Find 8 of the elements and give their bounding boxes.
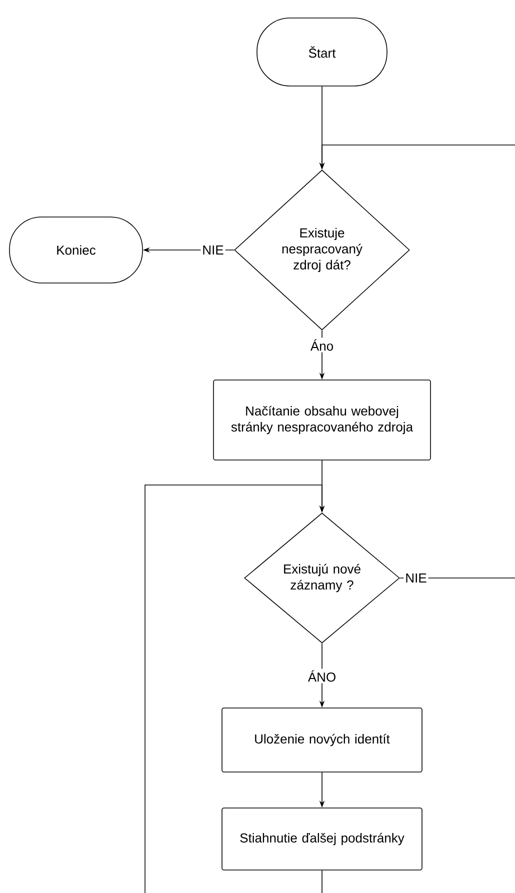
edge-label: NIE xyxy=(404,572,428,584)
edge-label: ÁNO xyxy=(306,668,338,684)
process-box: Stiahnutie ďalšej podstránky xyxy=(222,808,422,870)
edge-label: Áno xyxy=(308,338,336,352)
process-box: Uloženie nových identít xyxy=(222,708,422,772)
arrow xyxy=(144,484,325,893)
edge-label: NIE xyxy=(200,244,226,256)
process-box: Načítanie obsahu webovej stránky nespracovaného zdroja xyxy=(213,380,431,460)
